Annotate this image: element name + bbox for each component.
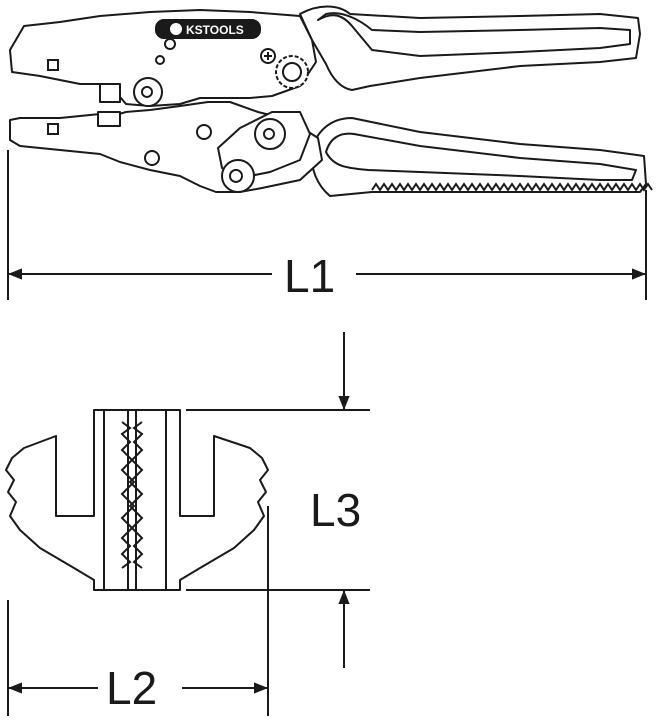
rivet-2 [155, 55, 165, 65]
upper-handle-inner [317, 12, 631, 57]
dimension-l2 [7, 506, 269, 716]
square-hole-lower [47, 123, 59, 135]
rivet-1 [164, 38, 176, 50]
pivot-clip-1-gap [141, 85, 153, 98]
rivet-4 [144, 150, 160, 166]
dimension-l3 [186, 332, 370, 668]
dimension-label-l2: L2 [106, 662, 157, 714]
crimping-pliers [9, 5, 647, 197]
jaw-cavity-upper [99, 83, 121, 103]
square-hole-upper [47, 59, 59, 71]
dimension-l1 [7, 150, 647, 300]
lower-handle-inner [325, 132, 637, 181]
pliers-details [47, 19, 309, 193]
brand-logo-mark [168, 21, 184, 37]
adjust-screw-slot [264, 52, 272, 60]
brand-logo-text: KSTOOLS [186, 23, 244, 37]
grip-serrations [371, 182, 653, 192]
pivot-clip-2-gap [263, 127, 275, 140]
die-crimp-teeth [120, 421, 144, 569]
jaw-cavity-lower [97, 111, 121, 127]
dimension-label-l1: L1 [284, 250, 335, 302]
dimension-label-l3: L3 [310, 484, 361, 536]
pivot-clip-3-gap [229, 168, 243, 183]
adjust-gear-core [282, 62, 302, 82]
rivet-3 [196, 124, 212, 140]
